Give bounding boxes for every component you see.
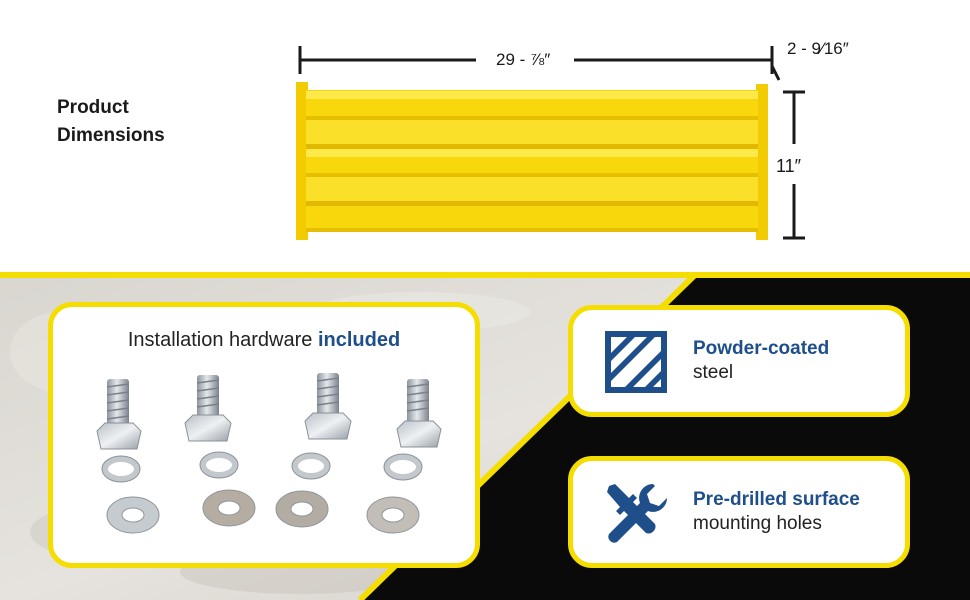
lock-washer-icon: [102, 452, 422, 482]
hardware-title-emphasis: included: [317, 329, 401, 351]
product-dimensions-heading: Product Dimensions: [57, 94, 165, 150]
bolt-icon: [184, 375, 232, 442]
top-border-stripe: [0, 272, 970, 278]
dimensions-section: Product Dimensions: [0, 0, 970, 272]
hardware-illustration: [96, 373, 442, 534]
bolt-icon: [396, 379, 442, 448]
feature-text-powder-coated: Powder-coated steel: [693, 337, 829, 385]
hardware-card: Installation hardware included: [48, 302, 480, 568]
feature-card-pre-drilled: Pre-drilled surface mounting holes: [568, 456, 910, 568]
bolt-icon: [96, 379, 142, 450]
feature-subtitle: mounting holes: [693, 513, 822, 534]
feature-card-powder-coated: Powder-coated steel: [568, 305, 910, 417]
hardware-title: Installation hardware included: [53, 329, 475, 352]
length-dimension-line: [298, 46, 781, 81]
features-section: Installation hardware included: [0, 272, 970, 600]
feature-title: Powder-coated: [693, 338, 830, 359]
lock-washer-icon: [101, 451, 423, 483]
height-dimension-line: [783, 90, 805, 240]
length-label: 29 - ⅞″: [496, 50, 551, 69]
bolt-icon: [304, 373, 352, 440]
feature-title: Pre-drilled surface: [693, 489, 860, 510]
feature-text-pre-drilled: Pre-drilled surface mounting holes: [693, 488, 860, 536]
guard-rail-illustration: [296, 46, 805, 240]
striped-square-icon: [605, 331, 667, 393]
product-label-line1: Product: [57, 97, 129, 118]
height-label: 11″: [776, 156, 802, 176]
feature-subtitle: steel: [693, 362, 734, 383]
yellow-rail: [296, 82, 768, 240]
flat-washer-icon: [106, 489, 420, 534]
product-label-line2: Dimensions: [57, 125, 165, 146]
hardware-title-prefix: Installation hardware: [127, 329, 318, 351]
wrench-screwdriver-icon: [607, 484, 667, 543]
depth-label: 2 - 9⁄16″: [787, 39, 849, 58]
